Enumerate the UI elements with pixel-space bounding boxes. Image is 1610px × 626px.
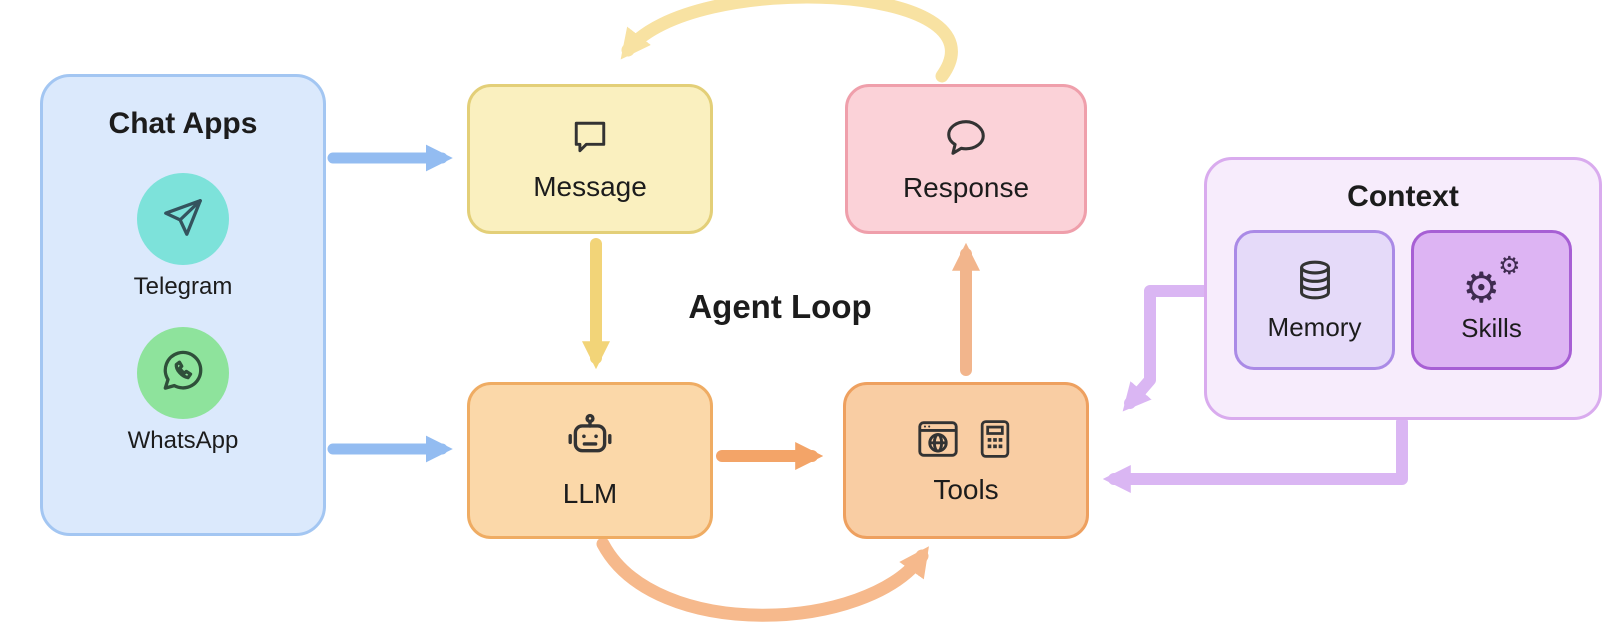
response-node: Response (845, 84, 1087, 234)
tools-label: Tools (933, 473, 999, 505)
arrow-context-to-tools-top (1122, 285, 1212, 412)
whatsapp-icon (158, 346, 208, 401)
memory-node: Memory (1234, 230, 1395, 370)
context-panel: Context Memory ⚙ ⚙ Skills (1204, 157, 1602, 420)
browser-globe-icon (915, 416, 961, 467)
message-label: Message (533, 171, 647, 202)
arrow-llm-to-tools-arc (596, 537, 929, 622)
tools-node: Tools (843, 382, 1089, 539)
robot-icon (563, 412, 617, 471)
speech-bubble-square-icon (568, 115, 612, 164)
agent-loop-label: Agent Loop (688, 288, 872, 325)
chat-apps-panel: Chat Apps Telegram WhatsApp (40, 74, 326, 536)
llm-label: LLM (562, 477, 618, 509)
gear-small-glyph: ⚙ (1498, 251, 1521, 280)
gear-large-glyph: ⚙ (1462, 263, 1501, 311)
response-label: Response (902, 172, 1030, 203)
memory-label: Memory (1267, 312, 1362, 342)
tools-icon-row (915, 416, 1017, 467)
database-icon (1292, 257, 1338, 308)
telegram-label: Telegram (133, 273, 233, 300)
telegram-paper-plane-icon (160, 194, 206, 245)
telegram-badge (137, 173, 229, 265)
whatsapp-badge (137, 327, 229, 419)
chat-apps-title: Chat Apps (108, 107, 258, 140)
message-node: Message (467, 84, 713, 234)
arrow-context-to-tools-side (1102, 416, 1408, 493)
gears-icon: ⚙ ⚙ (1462, 251, 1521, 311)
skills-label: Skills (1461, 312, 1522, 343)
context-title: Context (1347, 180, 1459, 213)
context-row: Memory ⚙ ⚙ Skills (1234, 230, 1572, 370)
llm-node: LLM (467, 382, 713, 539)
arrow-response-to-message-arc (620, 0, 958, 83)
calculator-icon (973, 417, 1017, 466)
speech-bubble-round-icon (943, 114, 989, 165)
whatsapp-label: WhatsApp (127, 427, 239, 454)
skills-node: ⚙ ⚙ Skills (1411, 230, 1572, 370)
